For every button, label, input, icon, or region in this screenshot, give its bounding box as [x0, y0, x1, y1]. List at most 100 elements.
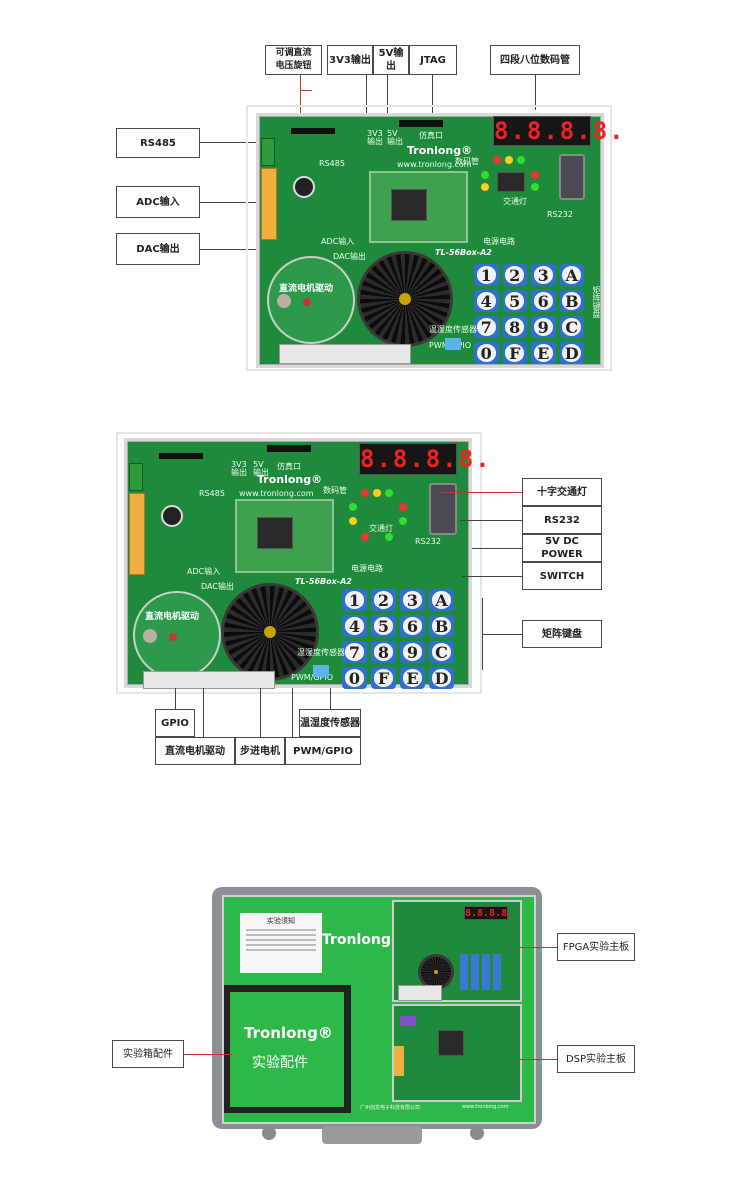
silk-3v3-2: 3V3 输出: [231, 460, 247, 477]
silk-dac-2: DAC输出: [201, 582, 234, 591]
humidity-sensor-icon: [313, 665, 329, 677]
callout-switch: SWITCH: [522, 562, 602, 590]
callout-segment-display: 四段八位数码管: [490, 45, 580, 75]
key-3[interactable]: 3: [531, 264, 556, 286]
silk-3v3: 3V3 输出: [367, 129, 383, 146]
case-handle: [322, 1126, 422, 1144]
key-b[interactable]: B: [559, 290, 584, 312]
voltage-knob-icon: [293, 176, 315, 198]
board2-brand: Tronlong®: [257, 473, 323, 486]
voltage-knob-icon: [161, 505, 183, 527]
key-0[interactable]: 0: [342, 667, 367, 689]
callout-dc-motor: 直流电机驱动: [155, 737, 235, 765]
silk-seg-2: 数码管: [323, 486, 347, 495]
silk-rs485: RS485: [319, 159, 345, 168]
silk-dac: DAC输出: [333, 252, 366, 261]
matrix-keypad-2: 1 2 3 A 4 5 6 B 7 8 9 C 0 F E D: [342, 589, 454, 689]
key-8[interactable]: 8: [502, 316, 527, 338]
silk-sensor: 温湿度传感器: [429, 325, 477, 334]
callout-sensor: 温湿度传感器: [299, 709, 361, 737]
callout-rs485: RS485: [116, 128, 200, 158]
silk-matrix: 矩阵键盘: [592, 286, 601, 318]
board2-model: TL-56Box-A2: [295, 577, 352, 586]
accessory-bag: Tronlong® 实验配件: [230, 992, 344, 1107]
silk-pwm-2: PWM/GPIO: [291, 673, 334, 682]
key-c[interactable]: C: [429, 641, 454, 663]
key-e[interactable]: E: [531, 342, 556, 364]
key-f[interactable]: F: [502, 342, 527, 364]
key-c[interactable]: C: [559, 316, 584, 338]
gpio-connector-2: [143, 671, 275, 689]
silk-rs485-2: RS485: [199, 489, 225, 498]
key-2[interactable]: 2: [502, 264, 527, 286]
silk-5v-2: 5V 输出: [253, 460, 269, 477]
callout-adc: ADC输入: [116, 186, 200, 218]
key-0[interactable]: 0: [474, 342, 499, 364]
notice-card: 实验须知: [240, 913, 322, 973]
callout-stepper: 步进电机: [235, 737, 285, 765]
board2-url: www.tronlong.com: [239, 489, 314, 498]
key-1[interactable]: 1: [474, 264, 499, 286]
key-a[interactable]: A: [429, 589, 454, 611]
silk-traffic: 交通灯: [503, 197, 527, 206]
key-3[interactable]: 3: [400, 589, 425, 611]
callout-keypad: 矩阵键盘: [522, 620, 602, 648]
key-9[interactable]: 9: [400, 641, 425, 663]
key-7[interactable]: 7: [474, 316, 499, 338]
silk-jtag: 仿真口: [419, 131, 443, 140]
silk-jtag-2: 仿真口: [277, 462, 301, 471]
fpga-board-in-case: 8.8.8.8.: [392, 900, 522, 1002]
silk-circuit: 电源电路: [483, 237, 515, 246]
silk-seg: 数码管: [455, 157, 479, 166]
key-5[interactable]: 5: [502, 290, 527, 312]
silk-circuit-2: 电源电路: [351, 564, 383, 573]
key-8[interactable]: 8: [371, 641, 396, 663]
key-e[interactable]: E: [400, 667, 425, 689]
callout-accessories: 实验箱配件: [112, 1040, 184, 1068]
stepper-fan-2: [221, 583, 319, 681]
humidity-sensor-icon: [445, 338, 461, 350]
key-9[interactable]: 9: [531, 316, 556, 338]
dc-motor: [267, 256, 355, 344]
callout-rs232: RS232: [522, 506, 602, 534]
callout-5v-power: 5V DC POWER: [522, 534, 602, 562]
stepper-fan: [357, 251, 453, 347]
key-6[interactable]: 6: [400, 615, 425, 637]
dsp-board-in-case: [392, 1004, 522, 1102]
silk-rs232: RS232: [547, 210, 573, 219]
callout-dsp-board: DSP实验主板: [557, 1045, 635, 1073]
silk-traffic-2: 交通灯: [369, 524, 393, 533]
callout-gpio: GPIO: [155, 709, 195, 737]
key-4[interactable]: 4: [474, 290, 499, 312]
key-4[interactable]: 4: [342, 615, 367, 637]
silk-motor: 直流电机驱动: [279, 284, 334, 294]
key-2[interactable]: 2: [371, 589, 396, 611]
silk-5v: 5V 输出: [387, 129, 403, 146]
key-d[interactable]: D: [559, 342, 584, 364]
key-1[interactable]: 1: [342, 589, 367, 611]
fpga-board-side-view: Tronlong® www.tronlong.com RS485 3V3 输出 …: [124, 438, 492, 689]
callout-knob: 可调直流 电压旋钮: [265, 45, 322, 75]
case-brand: Tronlong®: [322, 932, 405, 948]
segment-display: 8.8.8.8.: [493, 116, 626, 146]
segment-display-2: 8.8.8.8.: [359, 443, 492, 475]
key-6[interactable]: 6: [531, 290, 556, 312]
silk-sensor-2: 温湿度传感器: [297, 648, 345, 657]
silk-adc: ADC输入: [321, 237, 355, 246]
key-f[interactable]: F: [371, 667, 396, 689]
key-d[interactable]: D: [429, 667, 454, 689]
case-company: 广州创龙电子科技有限公司: [360, 1105, 421, 1111]
key-b[interactable]: B: [429, 615, 454, 637]
fpga-board-top-view: Tronlong® www.tronlong.com RS485 3V3 输出 …: [256, 113, 626, 368]
dc-motor-2: [133, 591, 221, 679]
callout-5v: 5V输出: [373, 45, 409, 75]
matrix-keypad: 1 2 3 A 4 5 6 B 7 8 9 C 0 F E D: [474, 264, 584, 364]
key-5[interactable]: 5: [371, 615, 396, 637]
gpio-connector: [279, 344, 411, 364]
key-a[interactable]: A: [559, 264, 584, 286]
silk-adc-2: ADC输入: [187, 567, 221, 576]
board1-model: TL-56Box-A2: [435, 248, 492, 257]
silk-rs232-2: RS232: [415, 537, 441, 546]
key-7[interactable]: 7: [342, 641, 367, 663]
callout-fpga-board: FPGA实验主板: [557, 933, 635, 961]
